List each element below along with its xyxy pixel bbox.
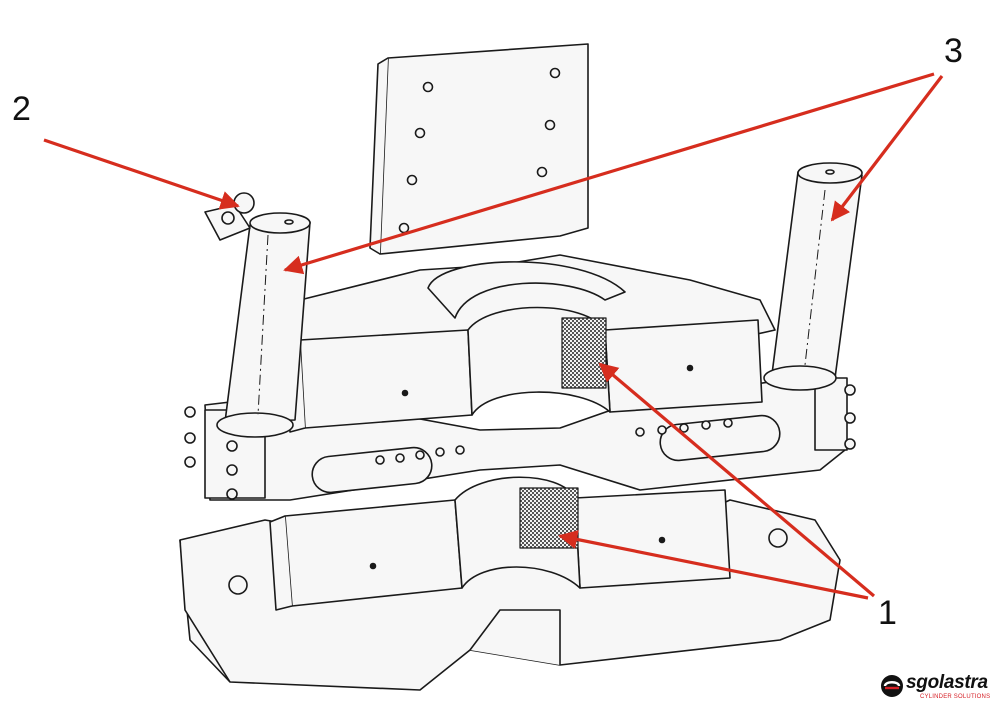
left-cylinder: [204, 192, 311, 438]
upper-jaw-left: [285, 329, 473, 433]
right-cylinder: [763, 162, 863, 391]
upper-grip-insert: [561, 317, 607, 389]
callout-label-2: 2: [12, 90, 31, 128]
callout-arrows: [43, 72, 944, 600]
logo-mark-icon: [881, 675, 903, 697]
arrow-1-lower: [558, 529, 869, 600]
logo-wordmark: sgolastra: [906, 672, 988, 693]
arrow-2: [43, 138, 240, 210]
frame-bolts: [184, 384, 856, 500]
logo-tagline: CYLINDER SOLUTIONS: [920, 694, 991, 700]
mounting-plate: [369, 43, 589, 255]
arrow-1-upper: [598, 362, 876, 598]
callout-label-3: 3: [944, 32, 963, 70]
lower-jaw-left: [269, 499, 463, 611]
arrow-3-left: [283, 72, 935, 275]
lower-jaw-right: [574, 489, 731, 589]
brand-logo: sgolastra CYLINDER SOLUTIONS: [880, 672, 992, 704]
arrow-3-right: [830, 75, 944, 222]
callout-label-1: 1: [878, 594, 897, 632]
upper-jaw-right: [604, 319, 763, 413]
